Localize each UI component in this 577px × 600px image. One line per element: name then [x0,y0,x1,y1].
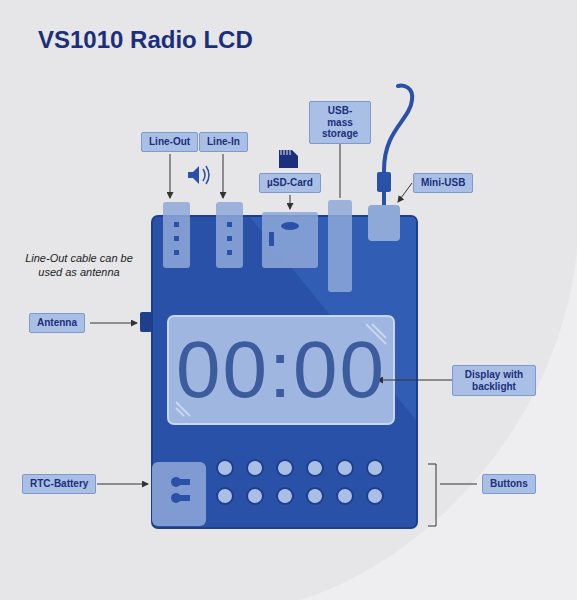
label-text: Line-In [207,136,240,148]
button [307,460,323,476]
display-digits: 00:00 [168,316,394,424]
antenna-port [140,312,152,332]
button [247,488,263,504]
lcd-display [168,316,394,424]
button [217,460,233,476]
button [217,488,233,504]
callout-label: µSD-Card [259,173,321,193]
usb-plug [377,172,391,192]
button [367,488,383,504]
button [307,488,323,504]
label-text: Display with backlight [460,369,528,392]
sd-slot [262,212,318,268]
callout-label: Mini-USB [413,173,473,193]
button [337,488,353,504]
buttons-bracket [428,464,436,526]
button [277,460,293,476]
callout-label: USB-mass storage [309,101,371,144]
sd-card-icon [279,150,298,168]
label-text: µSD-Card [267,177,313,189]
callout-label: Display with backlight [452,365,536,396]
callout-label: Line-In [199,132,248,152]
button [367,460,383,476]
button [277,488,293,504]
line-in-jack [216,202,243,268]
sd-slot-mark [269,232,274,246]
leader-lines [90,139,477,526]
label-text: Antenna [37,317,77,329]
callout-label: Line-Out [141,132,198,152]
label-text: Mini-USB [421,177,465,189]
label-text: Line-Out [149,136,190,148]
callout-label: Antenna [29,313,85,333]
usb-stick [328,200,352,292]
button [337,460,353,476]
line-out-jack [163,202,190,268]
speaker-icon [188,166,199,184]
callout-label: RTC-Battery [22,474,96,494]
jack-pins [174,222,232,255]
label-text: RTC-Battery [30,478,88,490]
button-grid [217,460,383,504]
note-text: Line-Out cable can be used as antenna [18,252,140,280]
button [247,460,263,476]
callout-label: Buttons [482,474,536,494]
label-text: Buttons [490,478,528,490]
label-text: USB-mass storage [317,105,363,140]
rtc-battery [152,462,206,526]
sd-slot-hole [281,222,299,230]
diagram-title: VS1010 Radio LCD [38,26,253,54]
mini-usb-port [368,205,400,241]
